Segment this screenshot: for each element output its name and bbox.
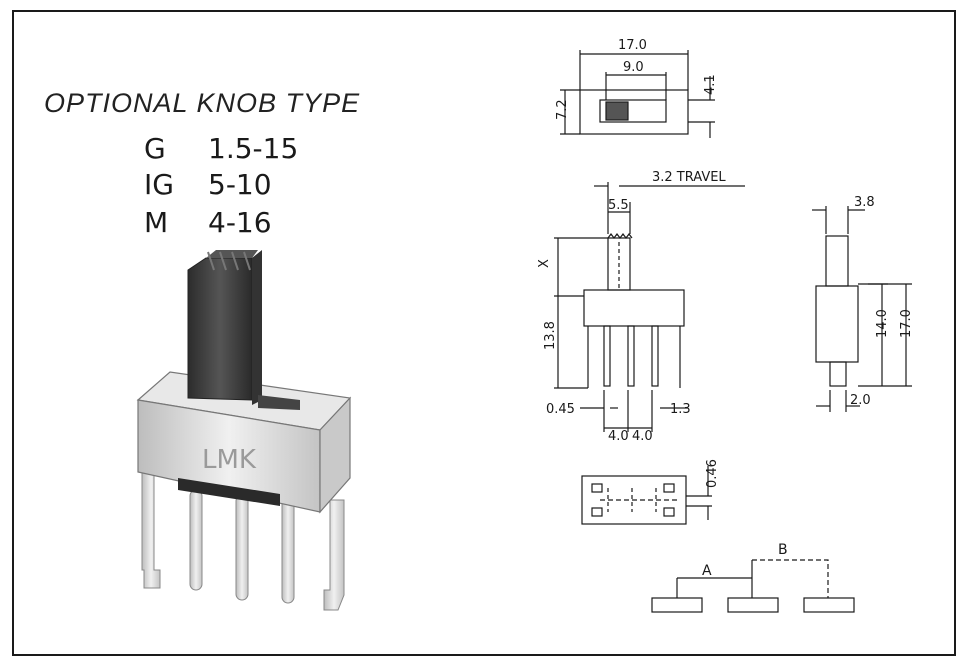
knob-row-ig: IG 5-10 xyxy=(144,168,272,201)
top-view xyxy=(560,50,715,138)
dim-top-width: 17.0 xyxy=(618,38,647,53)
knob-range: 5-10 xyxy=(208,168,272,201)
bottom-view xyxy=(581,466,712,525)
knob-code: M xyxy=(144,206,169,239)
knob-range: 1.5-15 xyxy=(208,132,299,165)
knob-range: 4-16 xyxy=(208,206,272,239)
dim-overall-height: 17.0 xyxy=(899,309,914,338)
dim-knob-thickness: 3.8 xyxy=(854,195,875,210)
front-view xyxy=(554,182,745,432)
dim-pin-thickness: 0.45 xyxy=(546,402,575,417)
knob-row-g: G 1.5-15 xyxy=(144,132,298,165)
dim-top-height: 7.2 xyxy=(555,99,570,120)
circuit-diagram xyxy=(651,559,855,613)
dim-knob-width: 5.5 xyxy=(608,198,629,213)
diagram-frame xyxy=(12,10,956,656)
slide-switch-illustration: LMK xyxy=(136,250,352,611)
knob-row-m: M 4-16 xyxy=(144,206,272,239)
dim-body-height: 13.8 xyxy=(543,321,558,350)
side-view xyxy=(812,206,912,412)
dimension-labels: 17.0 9.0 4.1 7.2 3.2 TRAVEL 5.5 X 13.8 0… xyxy=(537,38,914,579)
circuit-label-b: B xyxy=(778,542,788,558)
technical-drawings: 17.0 9.0 4.1 7.2 3.2 TRAVEL 5.5 X 13.8 0… xyxy=(537,38,914,613)
dim-pin-width: 2.0 xyxy=(850,393,871,408)
dim-inner-height: 14.0 xyxy=(875,309,890,338)
dim-end-pin: 1.3 xyxy=(670,402,691,417)
brand-label: LMK xyxy=(202,445,257,475)
circuit-label-a: A xyxy=(702,563,712,579)
dim-travel: 3.2 TRAVEL xyxy=(652,170,726,185)
dim-pitch-2: 4.0 xyxy=(632,429,653,444)
knob-code: G xyxy=(144,132,166,165)
dim-top-depth: 4.1 xyxy=(703,74,718,95)
dim-knob-height: X xyxy=(537,259,552,268)
knob-type-title: OPTIONAL KNOB TYPE xyxy=(44,88,361,118)
knob-code: IG xyxy=(144,168,174,201)
dim-hole: 0.46 xyxy=(705,459,720,488)
dim-pitch-1: 4.0 xyxy=(608,429,629,444)
switch-base-strip xyxy=(178,478,280,506)
switch-body-side xyxy=(319,396,351,514)
dim-top-slot: 9.0 xyxy=(623,60,644,75)
switch-knob xyxy=(187,257,253,401)
